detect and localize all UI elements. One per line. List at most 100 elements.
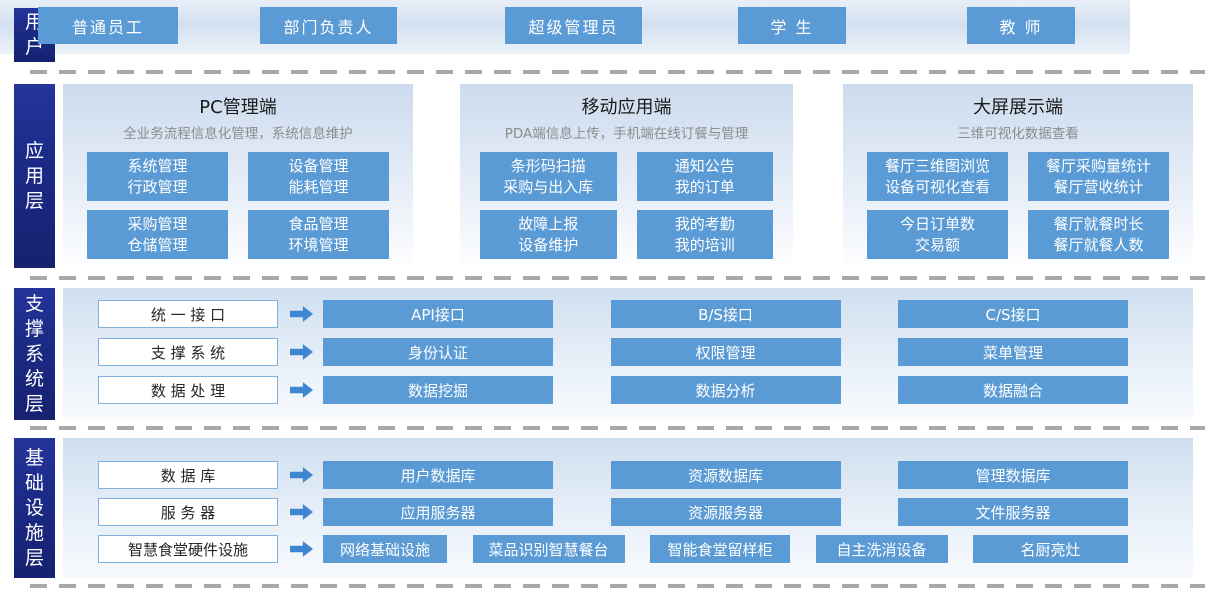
user-role-super-admin: 超级管理员 [505,7,642,44]
module-block: 今日订单数 交易额 [867,210,1008,259]
module-line: 仓储管理 [127,235,188,254]
layer-label-infra: 基础设施层 [14,438,55,578]
support-item-bar: 数据挖掘 [323,376,553,404]
panel-subtitle: 全业务流程信息化管理，系统信息维护 [123,126,353,142]
module-grid: 条形码扫描 采购与出入库 通知公告 我的订单 故障上报 设备维护 我的考勤 我的… [460,152,793,259]
module-line: 能耗管理 [288,177,349,196]
right-arrow-icon [290,344,313,360]
category-box: 数 据 库 [98,461,278,489]
layer-label-support: 支撑系统层 [14,288,55,420]
module-line: 采购与出入库 [503,177,594,196]
item-bars: API接口 B/S接口 C/S接口 [323,300,1128,328]
right-arrow-icon [290,467,313,483]
module-block: 条形码扫描 采购与出入库 [480,152,617,201]
infra-item-bar: 资源服务器 [610,498,841,526]
infra-item-bar: 网络基础设施 [323,535,447,563]
category-box: 统 一 接 口 [98,300,278,328]
support-layer-panel: 统 一 接 口 API接口 B/S接口 C/S接口 支 撑 系 统 身份认证 权… [63,288,1193,420]
module-line: 行政管理 [127,177,188,196]
infra-item-bar: 应用服务器 [323,498,553,526]
item-bars: 应用服务器 资源服务器 文件服务器 [323,498,1128,526]
layer-label-support-text: 支撑系统层 [24,292,44,415]
panel-title: 移动应用端 [581,97,672,118]
support-item-bar: 权限管理 [610,338,841,366]
module-block: 餐厅就餐时长 餐厅就餐人数 [1028,210,1169,259]
module-line: 交易额 [914,235,960,254]
module-block: 食品管理 环境管理 [248,210,389,259]
infra-item-bar: 智能食堂留样柜 [650,535,790,563]
support-row-interfaces: 统 一 接 口 API接口 B/S接口 C/S接口 [63,300,1193,328]
layer-label-app-text: 应用层 [24,139,44,212]
support-item-bar: B/S接口 [610,300,841,328]
item-bars: 用户数据库 资源数据库 管理数据库 [323,461,1128,489]
infra-item-bar: 管理数据库 [898,461,1128,489]
support-item-bar: 数据融合 [898,376,1128,404]
dashed-divider [30,276,1205,280]
category-box: 智慧食堂硬件设施 [98,535,278,563]
layer-label-app: 应用层 [14,84,55,268]
module-line: 今日订单数 [899,214,975,233]
infra-row-servers: 服 务 器 应用服务器 资源服务器 文件服务器 [63,498,1193,526]
app-panel-mobile: 移动应用端 PDA端信息上传，手机端在线订餐与管理 条形码扫描 采购与出入库 通… [460,84,793,268]
right-arrow-icon [290,504,313,520]
layer-label-infra-text: 基础设施层 [24,446,44,569]
module-line: 系统管理 [127,156,188,175]
category-box: 服 务 器 [98,498,278,526]
module-line: 我的订单 [674,177,735,196]
user-role-student: 学 生 [738,7,846,44]
module-block: 故障上报 设备维护 [480,210,617,259]
user-role-teacher: 教 师 [967,7,1075,44]
module-block: 我的考勤 我的培训 [636,210,773,259]
dashed-divider [30,426,1205,430]
infra-item-bar: 菜品识别智慧餐台 [472,535,625,563]
module-block: 系统管理 行政管理 [87,152,228,201]
module-line: 设备维护 [518,235,579,254]
infra-item-bar: 名厨亮灶 [973,535,1128,563]
category-box: 数 据 处 理 [98,376,278,404]
dashed-divider [30,584,1205,588]
module-line: 设备可视化查看 [884,177,990,196]
infra-layer-panel: 数 据 库 用户数据库 资源数据库 管理数据库 服 务 器 应用服务器 资源服务… [63,438,1193,578]
module-block: 餐厅三维图浏览 设备可视化查看 [867,152,1008,201]
panel-title: 大屏展示端 [973,97,1063,118]
module-line: 餐厅就餐时长 [1053,214,1144,233]
item-bars: 网络基础设施 菜品识别智慧餐台 智能食堂留样柜 自主洗消设备 名厨亮灶 [323,535,1128,563]
module-grid: 餐厅三维图浏览 设备可视化查看 餐厅采购量统计 餐厅营收统计 今日订单数 交易额… [843,152,1193,259]
infra-item-bar: 自主洗消设备 [815,535,948,563]
module-line: 环境管理 [288,235,349,254]
infra-item-bar: 用户数据库 [323,461,553,489]
module-line: 设备管理 [288,156,349,175]
support-item-bar: 身份认证 [323,338,553,366]
category-box: 支 撑 系 统 [98,338,278,366]
infra-row-hardware: 智慧食堂硬件设施 网络基础设施 菜品识别智慧餐台 智能食堂留样柜 自主洗消设备 … [63,535,1193,563]
support-row-data-processing: 数 据 处 理 数据挖掘 数据分析 数据融合 [63,376,1193,404]
support-item-bar: API接口 [323,300,553,328]
right-arrow-icon [290,306,313,322]
right-arrow-icon [290,541,313,557]
module-block: 通知公告 我的订单 [636,152,773,201]
module-block: 餐厅采购量统计 餐厅营收统计 [1028,152,1169,201]
users-layer-panel: 普通员工 部门负责人 超级管理员 学 生 教 师 [0,0,1130,54]
panel-subtitle: 三维可视化数据查看 [957,126,1079,142]
module-line: 通知公告 [674,156,735,175]
module-line: 食品管理 [288,214,349,233]
app-panel-bigscreen: 大屏展示端 三维可视化数据查看 餐厅三维图浏览 设备可视化查看 餐厅采购量统计 … [843,84,1193,268]
module-block: 设备管理 能耗管理 [248,152,389,201]
module-grid: 系统管理 行政管理 设备管理 能耗管理 采购管理 仓储管理 食品管理 环境管理 [63,152,413,259]
module-line: 餐厅采购量统计 [1045,156,1151,175]
module-line: 餐厅营收统计 [1053,177,1144,196]
module-line: 我的培训 [674,235,735,254]
module-block: 采购管理 仓储管理 [87,210,228,259]
infra-item-bar: 文件服务器 [898,498,1128,526]
right-arrow-icon [290,382,313,398]
item-bars: 数据挖掘 数据分析 数据融合 [323,376,1128,404]
panel-subtitle: PDA端信息上传，手机端在线订餐与管理 [504,126,749,142]
module-line: 餐厅就餐人数 [1053,235,1144,254]
infra-item-bar: 资源数据库 [610,461,841,489]
user-role-employee: 普通员工 [38,7,178,44]
user-role-dept-head: 部门负责人 [260,7,397,44]
module-line: 采购管理 [127,214,188,233]
support-item-bar: C/S接口 [898,300,1128,328]
module-line: 故障上报 [518,214,579,233]
